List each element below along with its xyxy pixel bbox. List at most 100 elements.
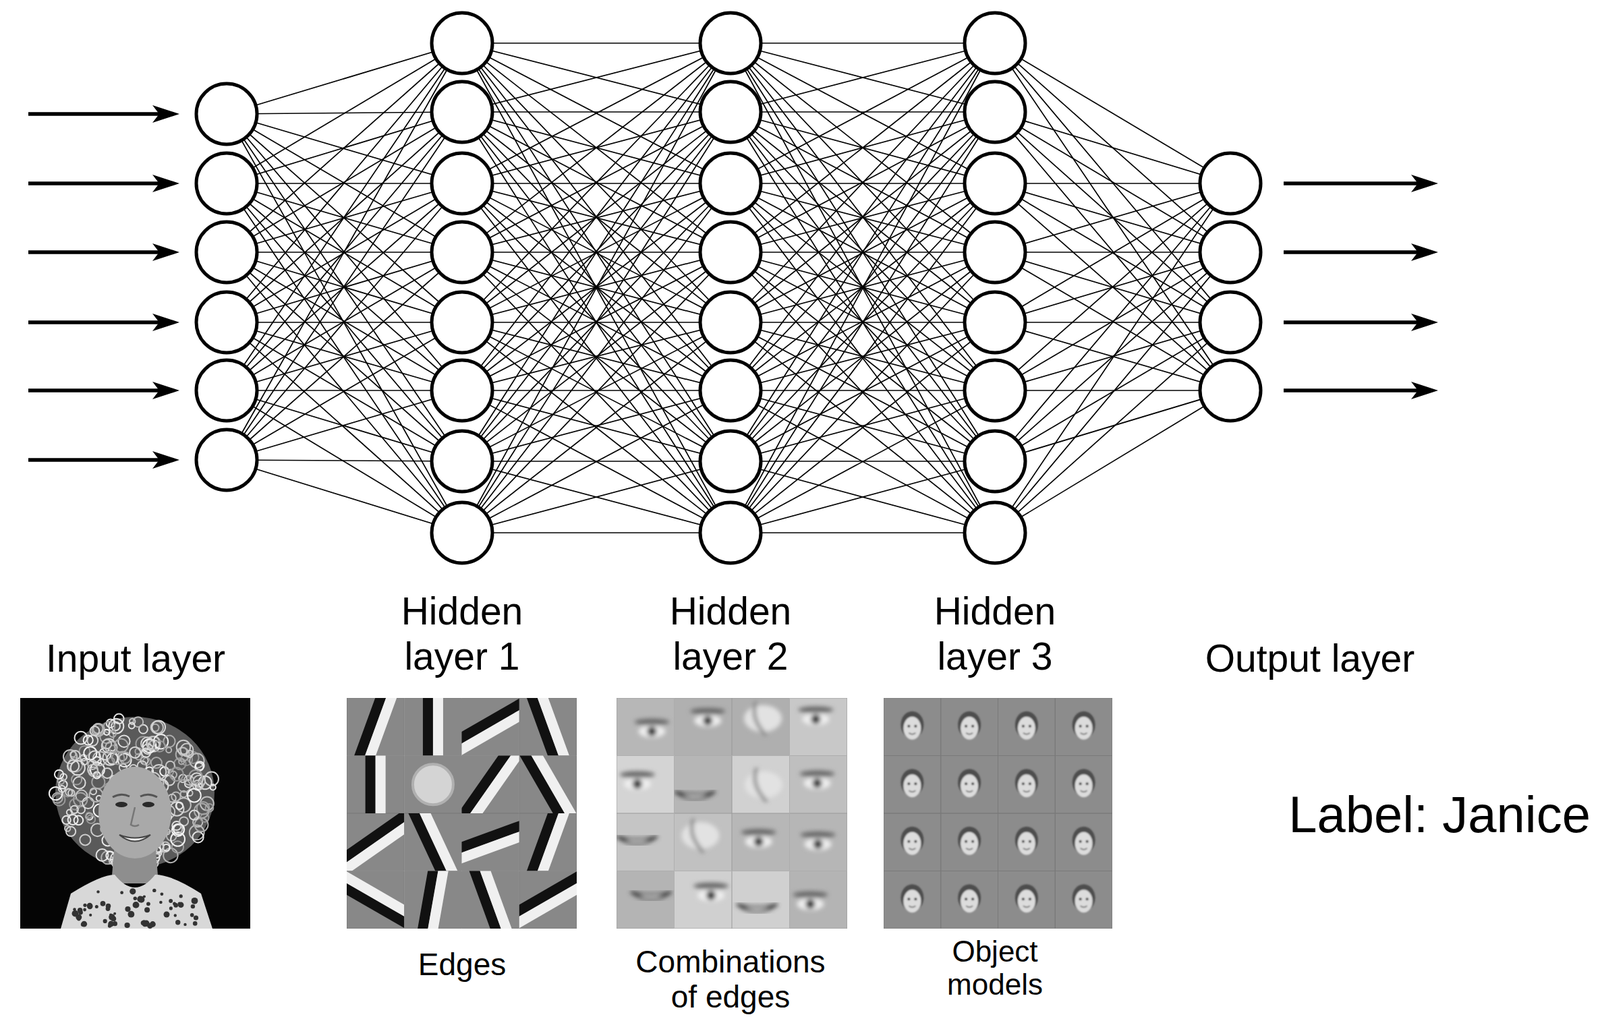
mouth bbox=[1080, 905, 1088, 908]
hair-curl bbox=[102, 739, 112, 750]
tile-border bbox=[883, 756, 941, 815]
part-tile bbox=[674, 756, 733, 815]
weight-line bbox=[730, 43, 995, 253]
hair-curl bbox=[165, 747, 172, 753]
face-model bbox=[957, 884, 981, 913]
weight-line bbox=[226, 252, 463, 533]
hair-curl bbox=[70, 750, 81, 761]
weight-line bbox=[730, 111, 995, 113]
weight-line bbox=[730, 389, 995, 392]
weight-line bbox=[730, 390, 995, 533]
weight-line bbox=[730, 390, 995, 462]
weight-line bbox=[994, 252, 1231, 391]
tile-ground bbox=[616, 756, 675, 815]
tile-ground bbox=[674, 756, 733, 815]
eye bbox=[1021, 782, 1025, 786]
dress-dot bbox=[142, 921, 149, 928]
weight-line bbox=[462, 183, 731, 533]
layer-label: Hidden layer 2 bbox=[642, 588, 819, 680]
arrow-head bbox=[1411, 313, 1439, 332]
dress-dot bbox=[173, 903, 179, 908]
weight-line bbox=[462, 183, 731, 533]
weight-line bbox=[226, 111, 463, 461]
eye bbox=[1079, 782, 1082, 786]
tile-ground bbox=[616, 813, 675, 872]
mouth bbox=[1080, 790, 1088, 792]
weight-line bbox=[462, 322, 731, 533]
dress-dot bbox=[124, 906, 131, 912]
tile-border bbox=[998, 698, 1056, 757]
dress-dot bbox=[149, 921, 156, 928]
edge-tile bbox=[501, 867, 577, 929]
weight-line bbox=[730, 390, 995, 533]
eye bbox=[964, 840, 968, 844]
weight-line bbox=[994, 43, 1231, 184]
weight-line bbox=[994, 183, 1231, 323]
weight-line bbox=[226, 322, 463, 462]
neuron-circle bbox=[196, 153, 257, 214]
part-feature bbox=[797, 706, 834, 726]
arrow-head bbox=[152, 381, 180, 400]
dress-dot bbox=[160, 892, 164, 896]
weight-line bbox=[226, 113, 463, 533]
layer-label: Input layer bbox=[45, 636, 226, 682]
neuron-circle bbox=[700, 431, 761, 492]
tile-ground bbox=[616, 871, 675, 930]
weight-line bbox=[994, 252, 1231, 462]
contour bbox=[754, 701, 767, 736]
hair-curl bbox=[101, 739, 117, 754]
eye bbox=[1086, 897, 1089, 901]
part-feature bbox=[616, 836, 657, 844]
tile-border bbox=[1054, 813, 1113, 872]
part-feature bbox=[744, 701, 782, 736]
neuron-circle bbox=[700, 153, 761, 214]
arrow-shaft bbox=[1283, 388, 1425, 393]
tile-border bbox=[883, 871, 941, 930]
hair-curl bbox=[151, 720, 166, 734]
part-tile bbox=[674, 871, 733, 930]
neuron-circle bbox=[964, 221, 1026, 283]
tile-ground bbox=[789, 813, 848, 872]
weight-line bbox=[994, 111, 1231, 184]
hair-curl bbox=[54, 770, 64, 780]
hair-curl bbox=[111, 752, 125, 765]
arrow-shaft bbox=[28, 458, 166, 463]
weight-line bbox=[730, 43, 995, 112]
hair-curl bbox=[189, 753, 204, 768]
weight-line bbox=[226, 252, 463, 461]
eye bbox=[1021, 840, 1025, 844]
dress-dot bbox=[144, 907, 150, 913]
hair-curl bbox=[151, 757, 162, 769]
iris bbox=[812, 778, 822, 788]
neuron-circle bbox=[431, 81, 493, 143]
eye bbox=[1086, 725, 1089, 728]
eye-white bbox=[623, 777, 651, 790]
dress-dot bbox=[168, 899, 173, 904]
hair-curl bbox=[65, 789, 73, 796]
face-model bbox=[957, 768, 981, 798]
weight-line bbox=[462, 43, 731, 462]
eye bbox=[907, 782, 910, 786]
tile-border bbox=[883, 813, 941, 872]
face-model bbox=[1015, 711, 1039, 740]
iris bbox=[805, 899, 815, 910]
weight-line bbox=[730, 111, 995, 462]
part-feature bbox=[630, 892, 672, 900]
hair-curl bbox=[114, 739, 129, 753]
neuron-circle bbox=[700, 81, 761, 143]
part-feature bbox=[693, 882, 729, 902]
dress-dot bbox=[82, 908, 87, 912]
face-oval bbox=[1075, 717, 1093, 740]
eye bbox=[964, 725, 968, 728]
hair-curl bbox=[178, 758, 185, 765]
mouth bbox=[908, 905, 916, 908]
weight-line bbox=[730, 43, 995, 323]
face-oval bbox=[1017, 717, 1036, 740]
layer-label: Hidden layer 3 bbox=[907, 588, 1083, 680]
dress-dot bbox=[100, 901, 106, 907]
input-photo bbox=[20, 698, 251, 929]
eye bbox=[1021, 897, 1025, 901]
weight-line bbox=[462, 461, 731, 533]
eye bbox=[1028, 725, 1032, 728]
face-oval bbox=[1017, 832, 1036, 856]
